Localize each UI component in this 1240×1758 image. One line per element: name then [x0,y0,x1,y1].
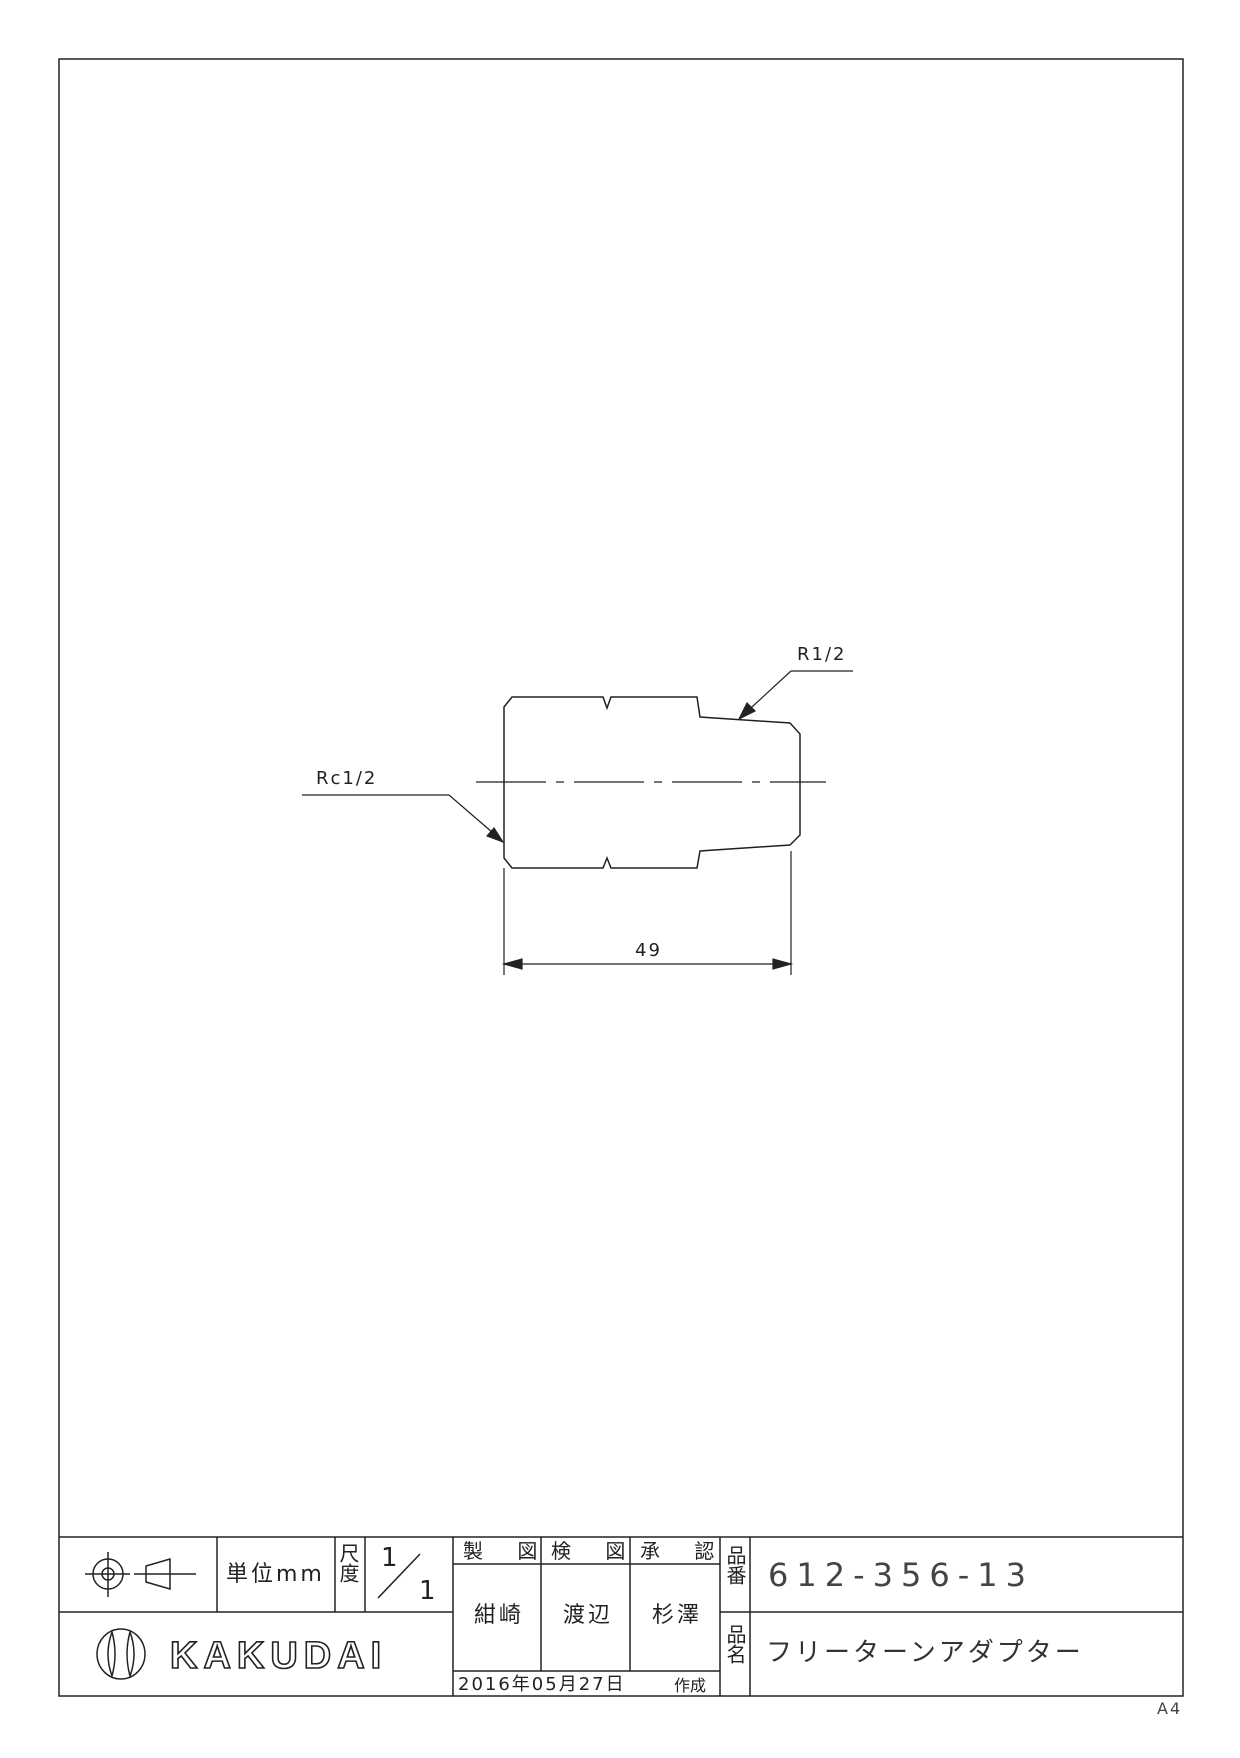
company-logo-text: KAKUDAI [169,1634,388,1678]
date-suffix: 作成 [674,1676,707,1695]
third-angle-projection-icon [85,1552,196,1597]
kakudai-logo-icon [96,1628,146,1680]
part-number: 612-356-13 [768,1556,1034,1594]
unit-label: 単位mm [226,1562,325,1587]
title-block-lines [59,1536,1183,1696]
dimension-49 [501,851,794,975]
scale-label: 尺度 [336,1543,360,1583]
name-drafter: 紺崎 [474,1603,525,1628]
label-rc12: Rc1/2 [316,768,378,789]
sheet-border [58,58,1184,1697]
dimension-value: 49 [635,940,662,961]
name-approver: 杉澤 [652,1603,703,1628]
label-r12: R1/2 [797,644,847,665]
name-checker: 渡辺 [563,1603,614,1628]
scale-numerator: 1 [381,1543,398,1573]
scale-denominator: 1 [419,1576,436,1606]
part-name-label: 品名 [723,1624,747,1664]
part-outline [503,696,801,869]
drawing-date: 2016年05月27日 [458,1674,626,1695]
header-drafted: 製 図 [463,1539,552,1563]
paper-size: A4 [1157,1699,1183,1718]
leader-rc12 [302,794,505,844]
leader-r12 [737,670,853,721]
header-checked: 検 図 [551,1539,640,1563]
part-no-label: 品番 [723,1545,747,1585]
header-approved: 承 認 [640,1539,729,1563]
part-name: フリーターンアダプター [766,1638,1084,1668]
